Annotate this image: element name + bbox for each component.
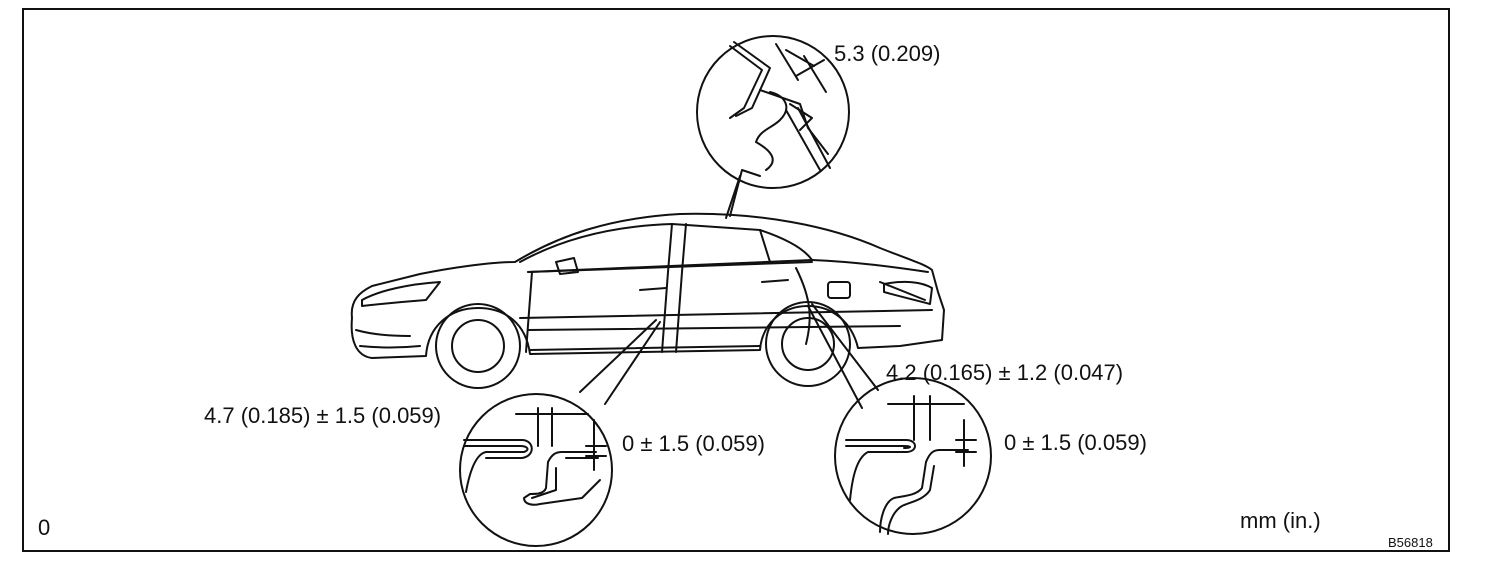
corner-mark: 0: [38, 515, 51, 540]
units-label: mm (in.): [1240, 508, 1321, 533]
roof-clearance-label: 5.3 (0.209): [834, 41, 941, 66]
figure-code: B56818: [1388, 535, 1433, 550]
sedan-side-view: [350, 212, 945, 389]
rear-door-gap-label: 4.2 (0.165) ± 1.2 (0.047): [886, 360, 1124, 385]
leader-lines: [579, 169, 879, 409]
rear-door-flush-label: 0 ± 1.5 (0.059): [1004, 430, 1147, 455]
roof-detail-view: [696, 35, 850, 189]
diagram-frame: [22, 8, 1450, 552]
front-door-flush-label: 0 ± 1.5 (0.059): [622, 431, 765, 456]
rear-door-gap-detail-view: [834, 377, 992, 535]
front-door-gap-label: 4.7 (0.185) ± 1.5 (0.059): [204, 403, 442, 428]
front-door-gap-detail-view: [459, 393, 613, 547]
